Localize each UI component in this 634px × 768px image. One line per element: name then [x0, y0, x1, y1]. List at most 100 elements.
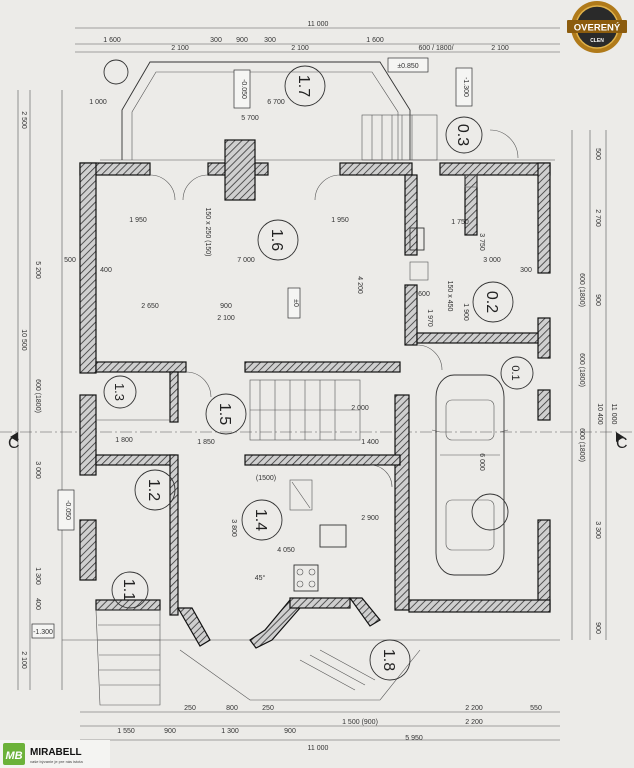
logo-name: MIRABELL	[30, 747, 82, 758]
dim-right: 500	[594, 148, 601, 160]
dim-left: 3 000	[34, 461, 41, 479]
room-label-1-1: 1.1	[120, 579, 137, 601]
room-label-1-5: 1.5	[216, 403, 233, 425]
level-tag: ±0	[292, 299, 299, 307]
kitchen-fixtures	[289, 479, 347, 592]
car-drawing	[431, 374, 509, 576]
dim: 6 000	[478, 453, 485, 471]
dim-bottom-total: 11 000	[308, 745, 329, 752]
badge-title: OVERENÝ	[574, 22, 621, 34]
logo-mark: MB	[5, 750, 22, 762]
dim: 3 800	[230, 519, 237, 537]
dim-bottom: 250	[184, 705, 196, 712]
dim: 45°	[255, 574, 266, 582]
dim: 3 000	[483, 257, 501, 264]
dim-bottom: 1 550	[117, 728, 135, 735]
level-tag: -0.050	[240, 79, 247, 99]
dim: 1 850	[197, 439, 215, 446]
dim-bottom: 1 500 (900)	[342, 719, 378, 726]
dim-right: 11 000	[610, 404, 617, 425]
dim-top: 900	[236, 37, 248, 44]
dim-top: 2 100	[491, 45, 509, 52]
dim: 900	[220, 303, 232, 310]
dim-bottom: 1 300	[221, 728, 239, 735]
dim-right: 2 700	[594, 209, 601, 227]
dim: 2 000	[351, 405, 369, 412]
room-label-0-2: 0.2	[483, 291, 500, 313]
level-tag: -1.300	[33, 629, 53, 636]
dim-right: 600 (1800)	[578, 273, 585, 307]
room-label-1-6: 1.6	[268, 229, 285, 251]
dim-right: 900	[594, 294, 601, 306]
dim: 600	[418, 291, 430, 298]
dim-top: 2 100	[171, 45, 189, 52]
section-marks	[10, 432, 624, 442]
dim-left: 600 (1800)	[34, 379, 41, 413]
dim: 1 900	[462, 303, 469, 321]
room-label-1-4: 1.4	[252, 509, 269, 531]
dimension-texts: 11 000 1 600 2 100 300 900 300 2 100 1 6…	[20, 21, 617, 752]
dim: 1 800	[115, 437, 133, 444]
dimension-lines	[0, 27, 634, 741]
dim: 1 000	[89, 99, 107, 106]
dim-left: 5 200	[34, 261, 41, 279]
dim: 2 650	[141, 303, 159, 310]
room-label-0-3: 0.3	[454, 124, 471, 146]
outside-stair	[361, 114, 438, 161]
dim-top: 300	[210, 37, 222, 44]
room-label-1-8: 1.8	[380, 649, 397, 671]
dim-bottom: 800	[226, 705, 238, 712]
room-circles	[103, 59, 534, 681]
bay-window-outline	[121, 61, 411, 160]
dim: 400	[100, 267, 112, 274]
dim: 300	[520, 267, 532, 274]
badge-subtitle: CLEN	[590, 38, 604, 44]
dim-bottom: 5 950	[405, 735, 423, 742]
doors-windows	[96, 129, 519, 488]
logo-tagline: vaše bývanie je pre nás istota	[30, 759, 83, 764]
dim: 1 970	[426, 309, 433, 327]
dim-bottom: 900	[164, 728, 176, 735]
entrance-stair	[95, 609, 161, 706]
section-label-left: C	[8, 435, 20, 452]
dim: 1 750	[451, 219, 469, 226]
dim: (1500)	[256, 475, 276, 482]
walls	[79, 139, 551, 649]
verified-badge: OVERENÝ CLEN	[567, 1, 627, 53]
dim-top: 600 / 1800/	[418, 45, 453, 52]
dim-bottom: 250	[262, 705, 274, 712]
dim-top: 300	[264, 37, 276, 44]
dim-top: 1 600	[366, 37, 384, 44]
dim-bottom: 900	[284, 728, 296, 735]
dim: 6 700	[267, 99, 285, 106]
dim-bottom: 550	[530, 705, 542, 712]
dim: 150 x 250 (150)	[204, 207, 211, 256]
dim-top: 1 600	[103, 37, 121, 44]
dim: 1 950	[129, 217, 147, 224]
level-tag: ±0.850	[397, 63, 418, 70]
dim: 2 900	[361, 515, 379, 522]
dim: 4 050	[277, 547, 295, 554]
mirabell-logo: MB MIRABELL vaše bývanie je pre nás isto…	[0, 740, 110, 768]
dim-right: 600 (1800)	[578, 353, 585, 387]
dim-bottom: 2 200	[465, 705, 483, 712]
dim-left: 2 100	[20, 651, 27, 669]
dim-left: 1 300	[34, 567, 41, 585]
section-label-right: C	[616, 435, 628, 452]
utility-fixtures	[409, 227, 429, 281]
dim-right: 10 400	[596, 403, 603, 425]
dim-left: 10 500	[20, 329, 27, 351]
dim-right: 900	[594, 622, 601, 634]
level-tags: ±0.850 -0.050 -1.300 -0.050 -1.300 ±0	[31, 57, 473, 639]
dim-bottom: 2 200	[465, 719, 483, 726]
inner-stair	[249, 379, 361, 441]
room-label-0-1: 0.1	[509, 365, 521, 380]
dim: 150 x 450	[446, 281, 453, 312]
garden-stair	[179, 649, 421, 701]
dim-right: 600 (1800)	[578, 428, 585, 462]
dim: 500	[64, 257, 76, 264]
room-label-1-2: 1.2	[145, 479, 162, 501]
dim: 4 200	[356, 276, 363, 294]
